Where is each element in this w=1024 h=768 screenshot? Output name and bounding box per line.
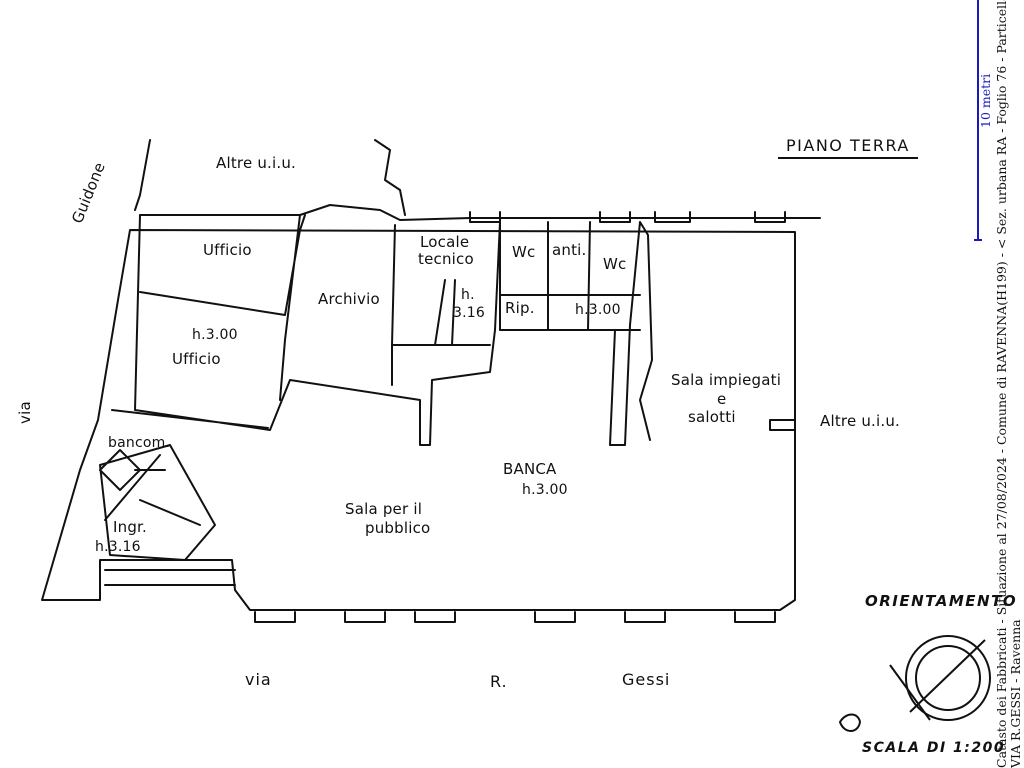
room-bancomat: bancom. (108, 435, 171, 451)
scale-bar-label: 10 metri (978, 73, 993, 128)
room-antiwc: anti. (552, 241, 587, 259)
room-sala-impiegati-line1: Sala impiegati (671, 371, 782, 389)
room-sala-pubblico-line1: Sala per il (345, 500, 423, 518)
top-windows (469, 211, 786, 223)
bottom-windows (254, 611, 776, 623)
room-rip: Rip. (505, 299, 535, 317)
room-ingr: Ingr. (113, 518, 148, 536)
room-banca: BANCA (503, 460, 557, 478)
room-wc-2: Wc (603, 255, 627, 273)
entrance-block (99, 444, 236, 586)
room-h316-line1: h. (461, 287, 475, 303)
label-altre-uiu-top: Altre u.i.u. (216, 154, 297, 172)
inner-walls (111, 214, 796, 446)
cadastral-address-line: VIA R.GESSI - Ravenna (1008, 619, 1023, 768)
floor-title: PIANO TERRA (786, 136, 910, 155)
street-r: R. (490, 672, 508, 691)
room-h316-line2: 3.16 (453, 305, 485, 321)
room-ufficio-2: Ufficio (172, 350, 221, 368)
label-via-left: via (16, 401, 34, 424)
room-wc-1: Wc (512, 243, 536, 261)
compass-rose (838, 635, 991, 732)
cadastral-side-strip: 10 metri Catasto dei Fabbricati - Situaz… (974, 0, 1024, 768)
room-rip-height: h.3.00 (575, 302, 621, 318)
room-ingr-height: h.3.16 (95, 539, 141, 555)
room-banca-height: h.3.00 (522, 482, 568, 498)
label-altre-uiu-right: Altre u.i.u. (820, 412, 901, 430)
room-sala-pubblico-line2: pubblico (365, 519, 431, 537)
room-locale-tecnico-line2: tecnico (418, 250, 474, 268)
room-ufficio-1: Ufficio (203, 241, 252, 259)
upper-protrusions (134, 139, 406, 216)
cadastral-info-line: Catasto dei Fabbricati - Situazione al 2… (994, 0, 1009, 768)
room-locale-tecnico-line1: Locale (420, 233, 470, 251)
room-archivio: Archivio (318, 290, 380, 308)
room-ufficio-2-height: h.3.00 (192, 327, 238, 343)
room-sala-impiegati-line2: e (717, 390, 727, 408)
scale-label: SCALA DI 1:200 (862, 740, 1006, 756)
room-sala-impiegati-line3: salotti (688, 408, 736, 426)
street-gessi: Gessi (622, 670, 671, 689)
orientamento-label: ORIENTAMENTO (865, 592, 1018, 610)
scale-bar (974, 0, 982, 241)
street-via: via (245, 670, 272, 689)
